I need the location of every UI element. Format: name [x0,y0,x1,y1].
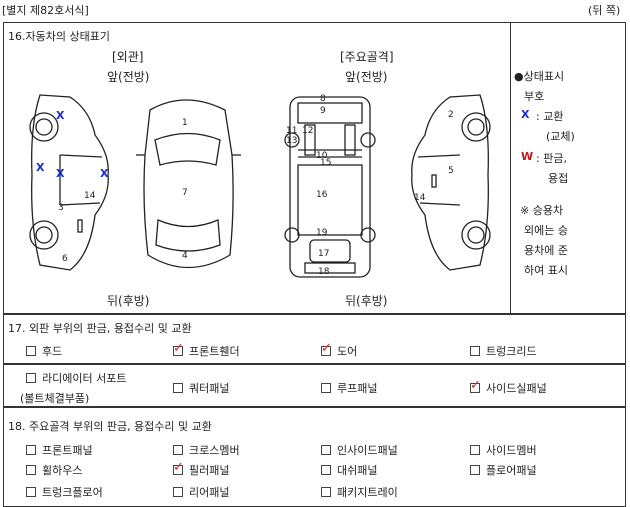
checkbox-box[interactable] [321,341,332,356]
legend-w-text2: 용접 [548,172,569,185]
checkbox-box[interactable] [470,445,480,455]
checkbox-rear-panel[interactable]: 리어패널 [173,484,229,500]
checkbox-trunk-lid[interactable]: 트렁크리드 [470,343,537,359]
left-side-view [29,94,109,271]
exchange-mark: X [100,167,109,180]
checkbox-wheel-house[interactable]: 휠하우스 [26,462,82,478]
ext-num-1: 1 [182,118,188,128]
legend-x-mark: X [521,108,530,121]
radiator-support-note: (볼트체결부품) [20,392,90,405]
checkbox-box[interactable] [470,346,480,356]
checkbox-door[interactable]: 도어 [321,341,357,359]
frame-label: [주요골격] [340,50,394,64]
legend-w-text: : 판금, [536,152,567,165]
frame-num-11: 11 [286,126,297,136]
ext-num-4: 4 [182,251,188,261]
ext-num-3: 3 [58,203,64,213]
section-17-title: 17. 외판 부위의 판금, 용접수리 및 교환 [8,322,192,335]
exchange-mark: X [56,109,65,122]
form-number: [별지 제82호서식] [2,4,89,17]
checkbox-floor-panel[interactable]: 플로어패널 [470,462,537,478]
ext-num-7: 7 [182,188,188,198]
frame-num-19: 19 [316,228,328,238]
legend-w-mark: W [521,150,534,163]
checkbox-box[interactable] [26,487,36,497]
exchange-mark: X [36,161,45,174]
exterior-rear-label: 뒤(후방) [107,294,150,308]
exterior-top-view [136,99,241,269]
checkbox-roof-panel[interactable]: 루프패널 [321,380,377,396]
section-17-row2-box [3,364,626,407]
page-side: (뒤 쪽) [588,4,621,17]
checkbox-front-fender[interactable]: 프론트휀더 [173,341,240,359]
checkbox-box[interactable] [321,487,331,497]
ext-num-5: 5 [448,166,454,176]
legend-x-text2: (교체) [546,130,575,143]
checkbox-box[interactable] [173,341,184,356]
frame-num-15: 15 [320,158,331,168]
checkbox-box[interactable] [470,465,480,475]
section-18-title: 18. 주요골격 부위의 판금, 용접수리 및 교환 [8,420,212,433]
checkbox-inside-panel[interactable]: 인사이드패널 [321,442,398,458]
checkbox-box[interactable] [173,383,183,393]
frame-rear-label: 뒤(후방) [345,294,388,308]
legend-box [510,22,626,314]
checkbox-radiator-support[interactable]: 라디에이터 서포트 [26,370,126,386]
checkbox-side-member[interactable]: 사이드멤버 [470,442,537,458]
frame-num-18: 18 [318,267,330,277]
checkbox-box[interactable] [321,445,331,455]
checkbox-front-panel[interactable]: 프론트패널 [26,442,93,458]
frame-num-8: 8 [320,94,326,104]
checkbox-package-tray[interactable]: 패키지트레이 [321,484,398,500]
right-side-view [411,94,491,271]
car-diagram: 1 2 3 4 5 6 7 14 8 9 10 11 12 13 14 15 1… [29,94,491,278]
legend-title: ●상태표시 [514,70,565,83]
checkbox-box[interactable] [26,445,36,455]
checkbox-box[interactable] [173,460,184,475]
legend-note-1: ※ 승용차 [520,204,564,217]
ext-num-6: 6 [62,254,68,264]
section-17-box [3,314,626,364]
legend-code: 부호 [524,90,545,103]
checkbox-box[interactable] [321,465,331,475]
checkbox-box[interactable] [470,378,481,393]
checkbox-quarter-panel[interactable]: 쿼터패널 [173,380,229,396]
checkbox-side-sill-panel[interactable]: 사이드실패널 [470,378,547,396]
checkbox-box[interactable] [26,346,36,356]
checkbox-trunk-floor[interactable]: 트렁크플로어 [26,484,103,500]
exchange-mark: X [56,167,65,180]
exchange-marks: X X X X [36,109,109,180]
legend-note-3: 용차에 준 [524,244,568,257]
frame-front-label: 앞(전방) [345,70,388,84]
checkbox-box[interactable] [26,373,36,383]
frame-num-10: 10 [316,151,328,161]
frame-num-14: 14 [414,193,426,203]
ext-num-14: 14 [84,191,96,201]
frame-num-17: 17 [318,249,329,259]
section-16-title: 16.자동차의 상태표기 [8,30,110,43]
frame-num-9: 9 [320,106,326,116]
checkbox-cross-member[interactable]: 크로스멤버 [173,442,240,458]
legend-note-2: 외에는 승 [524,224,568,237]
legend-note-4: 하여 표시 [524,264,568,277]
checkbox-box[interactable] [173,445,183,455]
checkbox-dash-panel[interactable]: 대쉬패널 [321,462,377,478]
ext-num-2: 2 [448,110,454,120]
checkbox-box[interactable] [26,465,36,475]
frame-num-12: 12 [302,126,313,136]
checkbox-box[interactable] [173,487,183,497]
exterior-front-label: 앞(전방) [107,70,150,84]
exterior-label: [외관] [112,50,144,64]
checkbox-hood[interactable]: 후드 [26,343,62,359]
frame-num-16: 16 [316,190,328,200]
frame-top-view [284,96,376,278]
checkbox-box[interactable] [321,383,331,393]
checkbox-pillar-panel[interactable]: 필러패널 [173,460,229,478]
legend-x-text: : 교환 [536,110,564,123]
frame-num-13: 13 [286,136,297,146]
